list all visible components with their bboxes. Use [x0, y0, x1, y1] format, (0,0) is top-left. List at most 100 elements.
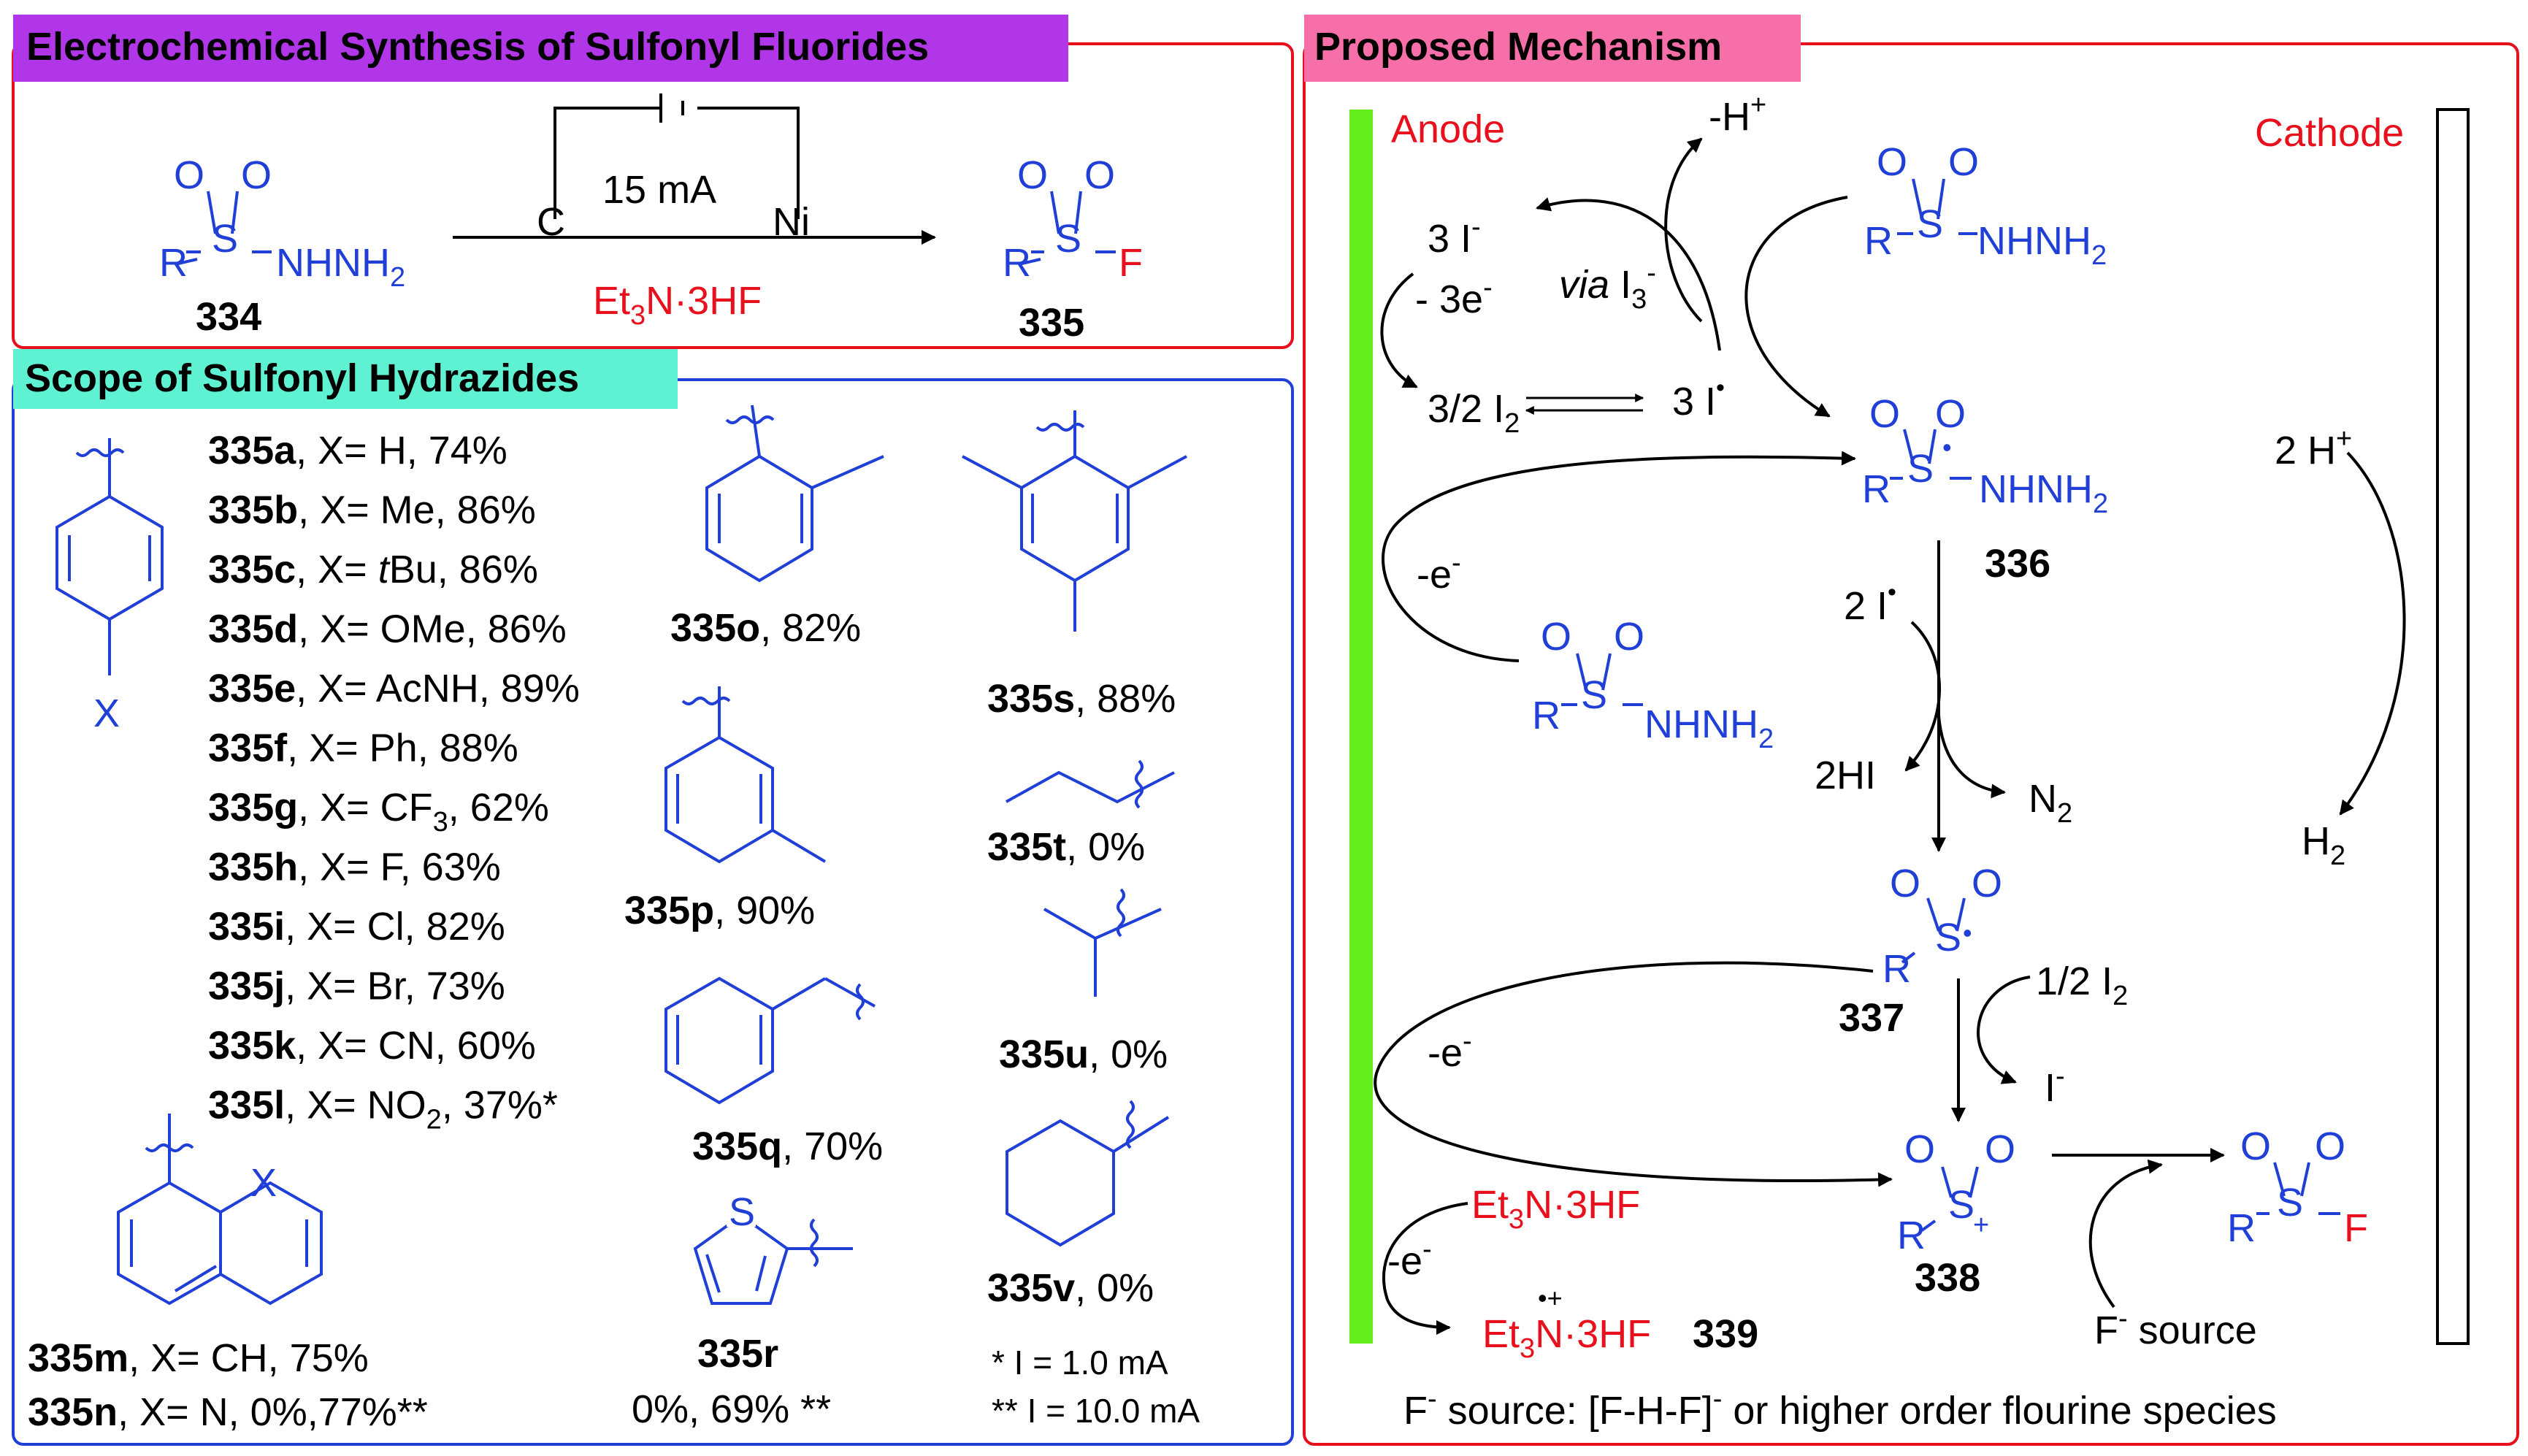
atom-r: R — [2227, 1206, 2256, 1250]
fluoride-source-note: F- source: [F-H-F]- or higher order flou… — [1403, 1384, 2277, 1433]
atom-o: O — [2240, 1124, 2271, 1168]
fluoride-source: F- source — [2094, 1303, 2257, 1352]
atom-nh-nh2: NHNH2 — [1979, 467, 2108, 519]
compound-335 — [1018, 191, 1116, 266]
hydrogen-iodide: 2HI — [1815, 754, 1876, 797]
compound-id-338: 338 — [1915, 1256, 1980, 1300]
iodide-product: I- — [2045, 1061, 2065, 1110]
current-label: 15 mA — [602, 168, 716, 212]
entry-335j: 335j, X= Br, 73% — [208, 965, 505, 1008]
entry-335h: 335h, X= F, 63% — [208, 846, 501, 889]
footnote-2: ** I = 10.0 mA — [992, 1392, 1200, 1430]
compound-id-339: 339 — [1693, 1312, 1758, 1356]
atom-r: R — [1003, 241, 1031, 285]
atom-o: O — [1890, 862, 1920, 905]
radical-cation-mark: •+ — [1538, 1283, 1563, 1313]
entry-335q: 335q, 70% — [692, 1124, 883, 1168]
atom-r: R — [1864, 219, 1893, 263]
three-iodide: 3 I- — [1428, 212, 1481, 261]
hydrazide-oxidation-loop — [1382, 451, 1856, 662]
amine-oxidation-arrow — [1382, 1202, 1468, 1335]
atom-o: O — [2315, 1124, 2345, 1168]
synthesis-title: Electrochemical Synthesis of Sulfonyl Fl… — [26, 25, 929, 69]
atom-o: O — [1541, 615, 1571, 659]
entry-335u: 335u, 0% — [999, 1032, 1168, 1076]
sulfonyl-oxidation-loop — [1374, 961, 1893, 1187]
fluoride-attack-arrow — [2098, 1168, 2154, 1307]
atom-nhnh: NHNH2 — [276, 241, 405, 293]
atom-r: R — [1897, 1214, 1926, 1257]
cell-circuit — [554, 93, 800, 219]
atom-o: O — [1935, 392, 1966, 436]
compound-id-334: 334 — [196, 295, 261, 339]
entry-335s: 335s, 88% — [987, 677, 1176, 721]
atom-o: O — [1948, 140, 1979, 184]
radical-dot: • — [1963, 918, 1972, 948]
iodide-oxidation-arrow — [1380, 272, 1418, 388]
entry-335f: 335f, X= Ph, 88% — [208, 727, 518, 770]
propyl-structure — [1006, 759, 1175, 809]
atom-s: S — [2277, 1181, 2303, 1225]
nitrogen-release-arrow — [1937, 715, 2006, 799]
radical-cation-339: Et3N·3HF — [1482, 1312, 1651, 1364]
entry-335m: 335m, X= CH, 75% — [28, 1336, 369, 1380]
cation-charge: + — [1973, 1210, 1989, 1241]
cyclohexyl-structure — [1006, 1100, 1170, 1247]
entry-335g: 335g, X= CF3, 62% — [208, 786, 549, 838]
compound-338 — [1920, 1166, 1979, 1232]
atom-s: S — [1935, 916, 1961, 959]
electrode-carbon: C — [537, 200, 565, 244]
compound-id-335: 335 — [1019, 301, 1084, 345]
anode-label: Anode — [1391, 107, 1505, 151]
atom-nhnh: NHNH2 — [1644, 702, 1774, 754]
atom-o: O — [1985, 1127, 2015, 1171]
hi-formation-arrow — [1904, 621, 1941, 772]
quinoline-structure — [117, 1114, 323, 1306]
atom-s: S — [1917, 202, 1943, 246]
entry-335c: 335c, X= tBu, 86% — [208, 548, 538, 591]
atom-x: X — [250, 1161, 277, 1205]
sulfonyl-hydrazide-top — [1897, 178, 1977, 235]
atom-f: F — [1119, 241, 1143, 285]
compound-id-336: 336 — [1985, 542, 2050, 586]
thiophene-structure — [693, 1214, 853, 1305]
iodine-reduction-arrow — [1977, 976, 2031, 1084]
atom-s: S — [212, 217, 238, 261]
nitrogen-gas: N2 — [2029, 777, 2072, 829]
electrode-nickel: Ni — [773, 200, 810, 244]
atom-s: S — [1581, 673, 1607, 717]
entry-335r-yield: 0%, 69% ** — [632, 1387, 831, 1431]
mechanism-title-bar — [1304, 15, 1801, 82]
atom-o: O — [1904, 1127, 1935, 1171]
product-sulfonyl-fluoride — [2256, 1162, 2340, 1215]
hydrogen-gas: H2 — [2302, 819, 2345, 871]
atom-o: O — [1614, 615, 1644, 659]
via-i3: via I23- — [1559, 258, 1656, 315]
atom-s: S — [729, 1190, 755, 1234]
entry-335a: 335a, X= H, 74% — [208, 429, 507, 472]
atom-r: R — [1882, 947, 1911, 991]
o-tolyl-structure — [705, 405, 884, 583]
isopropyl-structure — [1043, 888, 1162, 997]
cathode-bar — [2436, 108, 2470, 1345]
entry-335p: 335p, 90% — [624, 889, 815, 932]
proton-loss-arrow — [1664, 137, 1703, 323]
electron-loss-2: -e- — [1428, 1026, 1472, 1075]
electron-loss-1: -e- — [1417, 548, 1461, 597]
atom-nhnh: NHNH2 — [1977, 219, 2107, 271]
sulfonyl-hydrazide-mid — [1561, 653, 1643, 706]
reagent-et3n-3hf: Et3N·3HF — [593, 279, 762, 331]
atom-o: O — [1869, 392, 1900, 436]
footnote-1: * I = 1.0 mA — [992, 1344, 1168, 1382]
cathode-label: Cathode — [2255, 111, 2404, 155]
atom-s: S — [1948, 1183, 1974, 1227]
atom-s: S — [1055, 217, 1081, 261]
reagent-et3n-3hf-mech: Et3N·3HF — [1471, 1183, 1640, 1235]
anode-bar — [1349, 110, 1373, 1344]
entry-335r-id: 335r — [697, 1332, 778, 1376]
aryl-para-structure — [55, 438, 164, 675]
hydrazide-to-radical-arrow — [1744, 196, 1848, 418]
scope-title: Scope of Sulfonyl Hydrazides — [25, 356, 579, 400]
proton-loss-label: -H+ — [1709, 90, 1766, 139]
